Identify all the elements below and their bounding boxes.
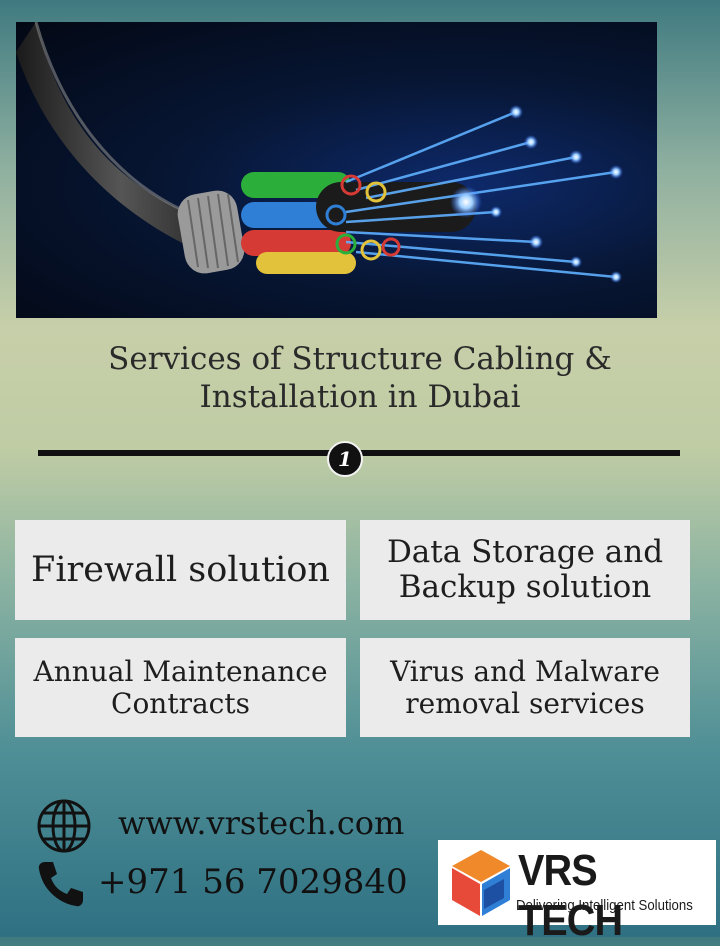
logo-tagline: Delivering Intelligent Solutions bbox=[516, 897, 693, 914]
fiber-optic-cable-illustration bbox=[16, 22, 623, 283]
service-label-line-1: Data Storage and bbox=[386, 534, 664, 570]
phone-icon bbox=[38, 862, 83, 907]
service-label-line-2: Contracts bbox=[111, 686, 250, 720]
title-line-1: Services of Structure Cabling & bbox=[108, 341, 612, 377]
website-link[interactable]: www.vrstech.com bbox=[118, 804, 405, 842]
phone-number-link[interactable]: +971 56 7029840 bbox=[98, 862, 408, 902]
logo-name: VRS TECH bbox=[518, 846, 623, 945]
service-label-line-1: Annual Maintenance bbox=[33, 654, 328, 688]
globe-icon bbox=[37, 799, 91, 853]
service-card-firewall: Firewall solution bbox=[15, 520, 346, 620]
vrs-tech-logo: VRS TECH Delivering Intelligent Solution… bbox=[438, 840, 716, 945]
service-label: Firewall solution bbox=[31, 550, 330, 590]
service-label-line-1: Virus and Malware bbox=[390, 654, 660, 688]
logo-mark-icon bbox=[452, 850, 510, 916]
step-number-badge: 1 bbox=[327, 441, 363, 477]
service-label-line-2: Backup solution bbox=[398, 569, 652, 605]
service-label-line-2: removal services bbox=[405, 686, 645, 720]
title-line-2: Installation in Dubai bbox=[199, 379, 521, 415]
page-title: Services of Structure Cabling & Installa… bbox=[40, 340, 680, 416]
service-card-data-storage: Data Storage and Backup solution bbox=[360, 520, 690, 620]
service-card-maintenance: Annual Maintenance Contracts bbox=[15, 638, 346, 737]
hero-image bbox=[16, 22, 657, 318]
service-card-virus-removal: Virus and Malware removal services bbox=[360, 638, 690, 737]
